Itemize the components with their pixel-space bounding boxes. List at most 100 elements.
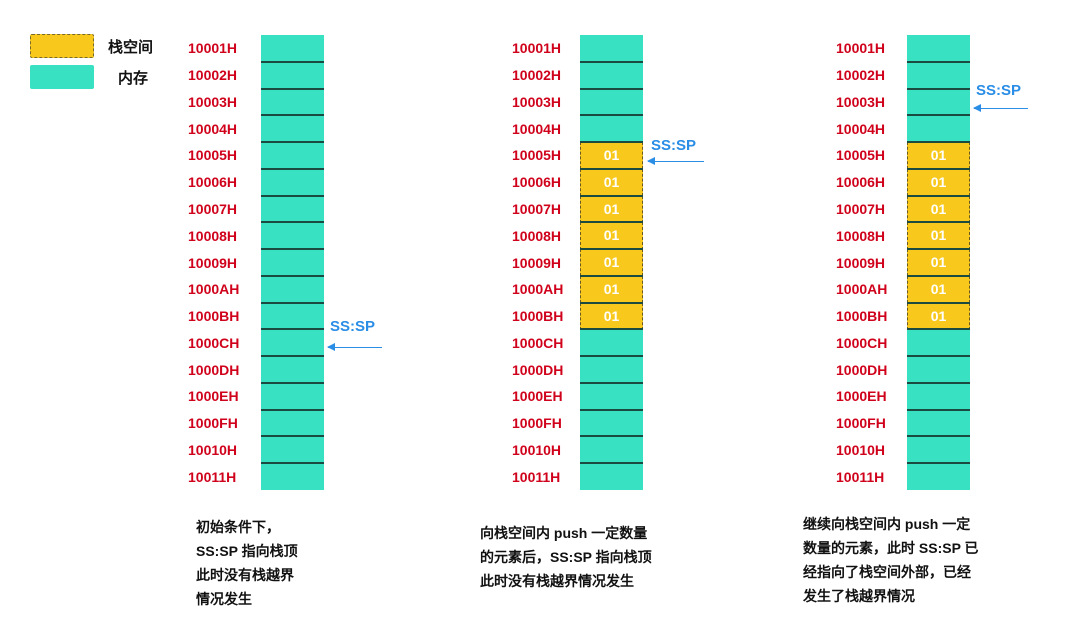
memory-cell xyxy=(261,382,324,411)
stack-cell: 01 xyxy=(580,222,643,250)
address-label: 10010H xyxy=(512,441,562,458)
address-label: 10009H xyxy=(188,254,238,271)
memory-cell xyxy=(261,302,324,330)
stack-cell: 01 xyxy=(907,302,970,330)
stack-cell: 01 xyxy=(580,275,643,304)
memory-cell xyxy=(580,35,643,63)
memory-cell xyxy=(261,249,324,277)
address-label: 1000FH xyxy=(512,415,562,432)
ss-sp-pointer-label: SS:SP xyxy=(976,82,1022,99)
address-label: 1000EH xyxy=(512,388,563,405)
row-divider xyxy=(261,114,324,117)
legend-memory-swatch xyxy=(30,65,94,89)
row-divider xyxy=(907,114,970,117)
memory-cell xyxy=(261,409,324,437)
memory-cell xyxy=(261,61,324,89)
memory-cell xyxy=(907,61,970,89)
memory-cell xyxy=(261,115,324,143)
memory-cell xyxy=(580,329,643,357)
memory-cell xyxy=(580,61,643,89)
row-divider xyxy=(907,194,970,197)
address-label: 10002H xyxy=(512,67,562,84)
memory-cell xyxy=(907,382,970,411)
address-label: 10007H xyxy=(836,200,886,217)
panel-caption: 向栈空间内 push 一定数量 的元素后，SS:SP 指向栈顶 此时没有栈越界情… xyxy=(480,525,652,589)
address-label: 1000EH xyxy=(188,388,239,405)
memory-cell xyxy=(580,88,643,116)
memory-cell xyxy=(907,463,970,491)
memory-cell xyxy=(907,35,970,63)
address-label: 1000AH xyxy=(188,281,240,298)
address-label: 10005H xyxy=(836,147,886,164)
row-divider xyxy=(907,435,970,438)
address-label: 10010H xyxy=(188,441,238,458)
row-divider xyxy=(580,87,643,90)
memory-cell xyxy=(261,142,324,170)
address-label: 10001H xyxy=(188,40,238,57)
row-divider xyxy=(907,248,970,251)
row-divider xyxy=(261,167,324,170)
row-divider xyxy=(261,381,324,384)
memory-cell xyxy=(261,463,324,491)
memory-cell xyxy=(261,436,324,464)
memory-cell xyxy=(261,168,324,197)
row-divider xyxy=(907,462,970,465)
address-label: 10011H xyxy=(836,468,885,485)
memory-cell xyxy=(261,329,324,357)
address-label: 1000BH xyxy=(512,308,564,325)
pointer-arrow-icon xyxy=(327,343,382,351)
address-label: 10010H xyxy=(836,441,886,458)
legend-stack-swatch xyxy=(30,34,94,58)
row-divider xyxy=(261,60,324,63)
memory-column xyxy=(261,35,324,491)
row-divider xyxy=(580,167,643,170)
memory-cell xyxy=(907,88,970,116)
memory-cell xyxy=(261,275,324,304)
row-divider xyxy=(261,462,324,465)
address-label: 10004H xyxy=(512,120,562,137)
stack-cell: 01 xyxy=(580,195,643,223)
row-divider xyxy=(907,328,970,331)
row-divider xyxy=(907,87,970,90)
address-label: 1000CH xyxy=(512,334,564,351)
address-label: 10007H xyxy=(188,200,238,217)
row-divider xyxy=(580,408,643,411)
row-divider xyxy=(261,435,324,438)
pointer-arrow-icon xyxy=(647,157,704,165)
stack-cell: 01 xyxy=(580,142,643,170)
address-label: 1000BH xyxy=(836,308,888,325)
row-divider xyxy=(907,221,970,224)
row-divider xyxy=(580,274,643,277)
stack-cell: 01 xyxy=(907,249,970,277)
row-divider xyxy=(580,435,643,438)
pointer-arrow-icon xyxy=(973,104,1028,112)
address-label: 10004H xyxy=(836,120,886,137)
ss-sp-pointer-label: SS:SP xyxy=(330,318,376,335)
row-divider xyxy=(261,355,324,358)
row-divider xyxy=(261,408,324,411)
row-divider xyxy=(261,274,324,277)
row-divider xyxy=(261,328,324,331)
address-label: 10005H xyxy=(188,147,238,164)
address-label: 1000CH xyxy=(188,334,240,351)
address-label: 1000FH xyxy=(188,415,238,432)
memory-cell xyxy=(580,436,643,464)
row-divider xyxy=(907,381,970,384)
address-label: 10006H xyxy=(188,174,238,191)
address-label: 10003H xyxy=(188,93,238,110)
legend-memory-label: 内存 xyxy=(118,70,149,87)
address-label: 10007H xyxy=(512,200,562,217)
row-divider xyxy=(261,87,324,90)
row-divider xyxy=(580,328,643,331)
stack-cell: 01 xyxy=(907,195,970,223)
panel-caption: 继续向栈空间内 push 一定 数量的元素，此时 SS:SP 已 经指向了栈空间… xyxy=(803,516,979,604)
memory-cell xyxy=(580,115,643,143)
row-divider xyxy=(261,248,324,251)
row-divider xyxy=(907,167,970,170)
row-divider xyxy=(580,301,643,304)
row-divider xyxy=(907,408,970,411)
row-divider xyxy=(907,355,970,358)
row-divider xyxy=(907,141,970,144)
